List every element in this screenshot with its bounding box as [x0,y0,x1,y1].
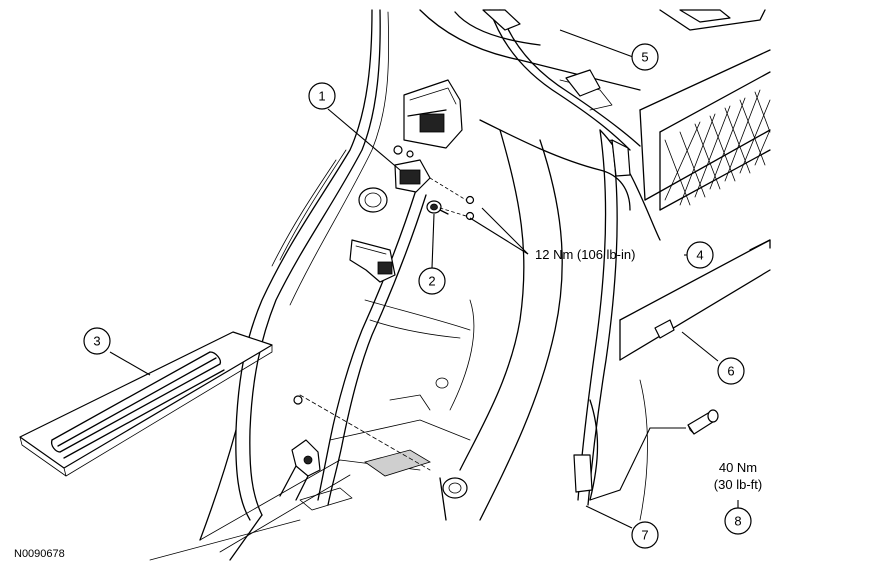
rear-quarter-trim [599,9,771,241]
retractor-assembly [393,79,463,193]
scuff-plate [19,331,273,477]
callout-4-number: 4 [696,248,703,263]
callout-3-number: 3 [93,334,100,349]
callout-8: 8 [724,507,752,535]
callout-4: 4 [686,241,714,269]
interior-details [364,299,475,411]
c-pillar-trim-panel [459,119,771,521]
belt-guide [349,239,396,283]
torque-label-8-line1: 40 Nm [719,460,757,475]
callout-2: 2 [418,267,446,295]
figure-reference: N0090678 [14,548,65,560]
anchor-bolt [426,200,449,215]
callout-7: 7 [631,521,659,549]
callout-6: 6 [717,357,745,385]
grille-mesh [664,89,771,206]
torque-label-8-line2: (30 lb-ft) [714,477,762,492]
belt-webbing-rear [573,129,631,506]
callout-7-number: 7 [641,528,648,543]
floor-area [149,419,471,561]
leader-lines [109,29,739,529]
torque-label-4: 12 Nm (106 lb-in) [535,247,635,262]
callout-5: 5 [631,43,659,71]
callout-2-number: 2 [428,274,435,289]
door-opening-frame [199,9,390,561]
belt-webbing-pillar [317,189,427,506]
callout-3: 3 [83,327,111,355]
callout-5-number: 5 [641,50,648,65]
lower-anchor-left [279,439,321,501]
pillar-grommet [358,187,388,213]
roof-trim [419,9,641,161]
callout-1-number: 1 [318,89,325,104]
rear-anchor-bolt [589,409,719,501]
fasteners-upper [429,177,475,221]
callout-6-number: 6 [727,364,734,379]
lower-retainer [293,394,468,521]
callout-1: 1 [308,82,336,110]
callout-8-number: 8 [734,514,741,529]
